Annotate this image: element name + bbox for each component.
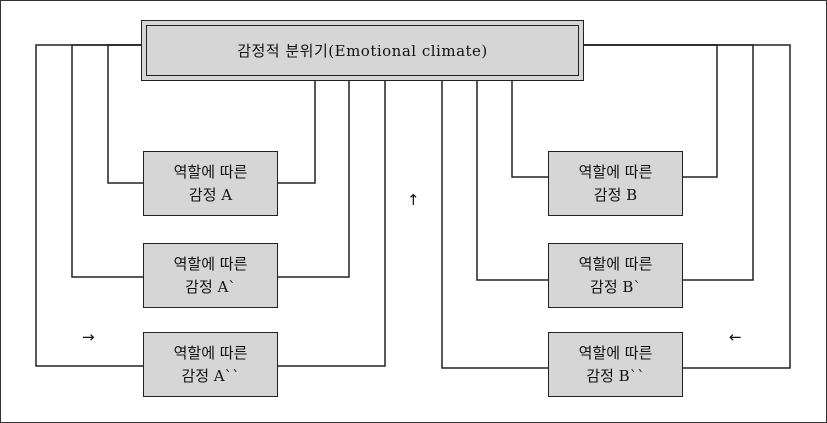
node-emotion-b-prime: 역할에 따른 감정 B` (548, 243, 683, 308)
out-right-b (511, 81, 548, 178)
node-emotion-b-double-prime: 역할에 따른 감정 B`` (548, 332, 683, 397)
node-label-line2: 감정 A`` (181, 366, 240, 385)
node-label-line1: 역할에 따른 (578, 162, 653, 181)
node-label-line1: 역할에 따른 (173, 343, 248, 362)
loop-left-a-double-prime (35, 44, 143, 367)
node-emotion-b: 역할에 따른 감정 B (548, 151, 683, 216)
left-arrow-icon: ← (729, 328, 742, 346)
node-emotion-a: 역할에 따른 감정 A (143, 151, 278, 216)
node-label-line1: 역할에 따른 (173, 254, 248, 273)
node-label-line2: 감정 A` (185, 277, 236, 296)
out-right-b-prime (476, 81, 548, 281)
node-label-line2: 감정 B`` (586, 366, 645, 385)
emotional-climate-title: 감정적 분위기(Emotional climate) (146, 25, 579, 76)
out-left-a-double-prime (278, 81, 386, 367)
out-left-a (278, 81, 316, 184)
emotional-climate-box: 감정적 분위기(Emotional climate) (141, 20, 584, 81)
out-left-a-prime (278, 81, 350, 278)
node-label-line1: 역할에 따른 (578, 343, 653, 362)
out-right-b-double-prime (441, 81, 548, 369)
node-label-line1: 역할에 따른 (173, 162, 248, 181)
node-label-line2: 감정 B` (590, 277, 641, 296)
loop-left-a (107, 44, 143, 184)
node-label-line2: 감정 B (593, 185, 638, 204)
node-emotion-a-double-prime: 역할에 따른 감정 A`` (143, 332, 278, 397)
node-label-line1: 역할에 따른 (578, 254, 653, 273)
up-arrow-icon: ↑ (407, 191, 420, 209)
node-emotion-a-prime: 역할에 따른 감정 A` (143, 243, 278, 308)
node-label-line2: 감정 A (188, 185, 233, 204)
loop-right-b-double-prime (584, 44, 791, 369)
right-arrow-icon: → (82, 328, 95, 346)
